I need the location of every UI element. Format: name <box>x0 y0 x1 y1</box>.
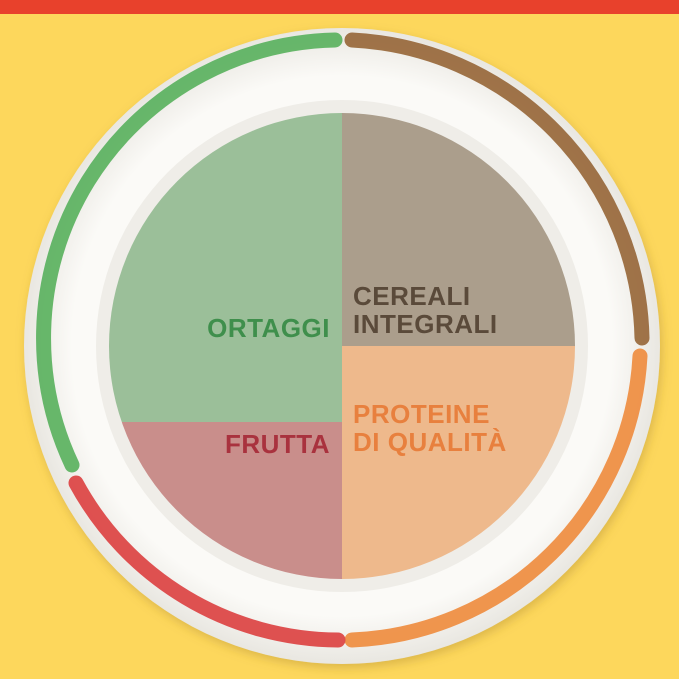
label-cereali-integrali: CEREALI INTEGRALI <box>353 282 498 338</box>
label-cereali-line2: INTEGRALI <box>353 310 498 338</box>
label-frutta-text: FRUTTA <box>225 430 330 458</box>
label-ortaggi-text: ORTAGGI <box>207 314 330 342</box>
label-proteine-di-qualita: PROTEINE DI QUALITÀ <box>353 400 507 456</box>
label-proteine-line2: DI QUALITÀ <box>353 428 507 456</box>
label-cereali-line1: CEREALI <box>353 282 498 310</box>
label-ortaggi: ORTAGGI <box>207 314 330 342</box>
label-frutta: FRUTTA <box>225 430 330 458</box>
label-proteine-line1: PROTEINE <box>353 400 507 428</box>
